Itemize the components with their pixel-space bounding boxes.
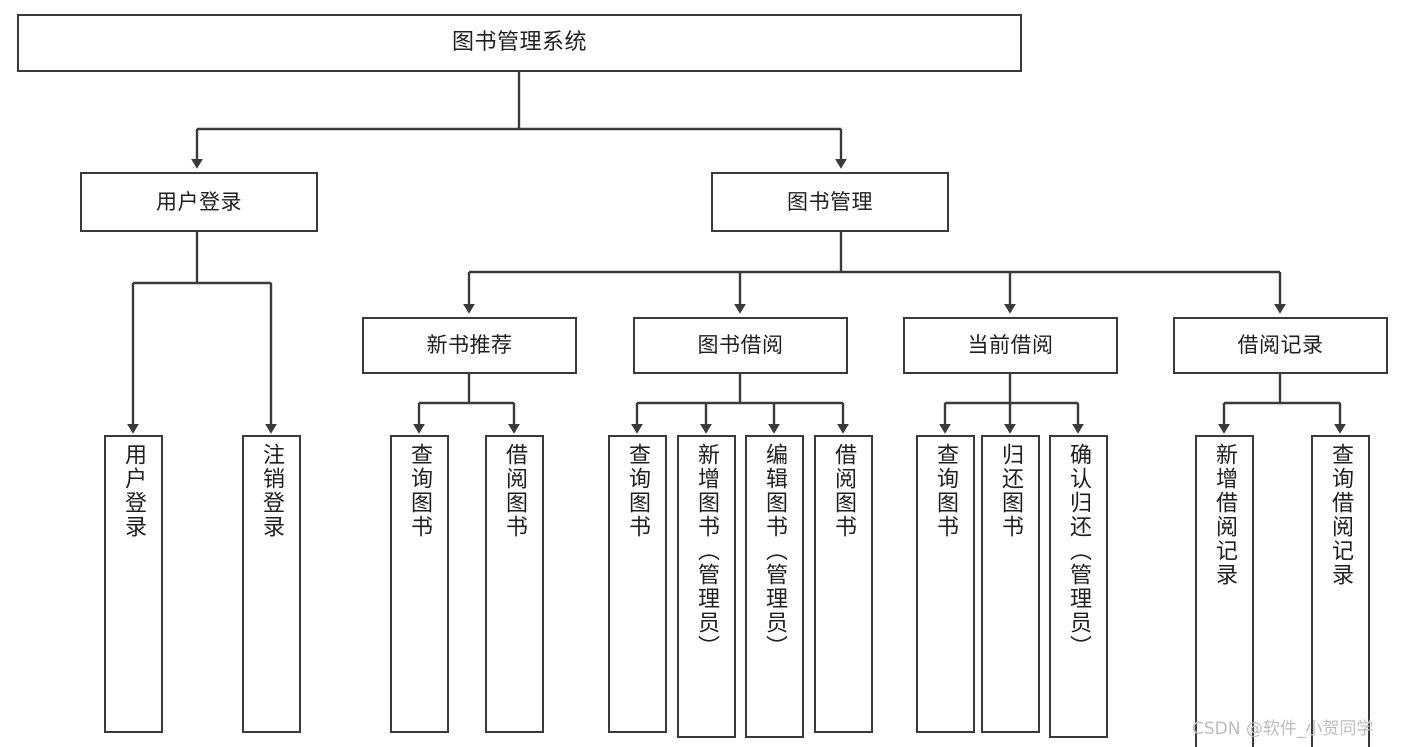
node-leaf-query-book-borrow-label: 查询图书 bbox=[625, 443, 651, 539]
node-leaf-borrow-book-rec-label: 借阅图书 bbox=[502, 443, 528, 539]
node-leaf-edit-book-admin-label: 编辑图书（管理员） bbox=[762, 443, 788, 659]
node-user-login[interactable]: 用户登录 bbox=[80, 172, 318, 232]
node-leaf-user-login[interactable]: 用户登录 bbox=[104, 435, 163, 733]
node-user-login-label: 用户登录 bbox=[156, 189, 242, 214]
node-book-manage-label: 图书管理 bbox=[787, 189, 873, 214]
node-leaf-query-book-borrow[interactable]: 查询图书 bbox=[608, 435, 667, 733]
node-book-borrow-label: 图书借阅 bbox=[697, 333, 784, 358]
node-leaf-confirm-return-admin[interactable]: 确认归还（管理员） bbox=[1049, 435, 1108, 738]
node-leaf-return-book-label: 归还图书 bbox=[998, 443, 1024, 539]
node-leaf-add-book-admin[interactable]: 新增图书（管理员） bbox=[677, 435, 736, 738]
node-leaf-add-borrow-record[interactable]: 新增借阅记录 bbox=[1195, 435, 1254, 747]
node-leaf-return-book[interactable]: 归还图书 bbox=[981, 435, 1040, 733]
node-current-borrow-label: 当前借阅 bbox=[967, 333, 1054, 358]
node-leaf-query-book-current-label: 查询图书 bbox=[933, 443, 959, 539]
watermark: CSDN @软件_小贺同学 bbox=[1192, 719, 1374, 739]
node-leaf-query-book-current[interactable]: 查询图书 bbox=[916, 435, 975, 733]
node-leaf-query-book-rec[interactable]: 查询图书 bbox=[390, 435, 449, 733]
node-borrow-record-label: 借阅记录 bbox=[1237, 333, 1324, 358]
node-leaf-logout-login-label: 注销登录 bbox=[259, 443, 285, 539]
node-leaf-query-borrow-record-label: 查询借阅记录 bbox=[1328, 443, 1354, 587]
node-leaf-user-login-label: 用户登录 bbox=[121, 443, 147, 539]
node-leaf-borrow-book-label: 借阅图书 bbox=[831, 443, 857, 539]
node-leaf-logout-login[interactable]: 注销登录 bbox=[242, 435, 301, 733]
node-leaf-edit-book-admin[interactable]: 编辑图书（管理员） bbox=[745, 435, 804, 738]
node-new-book-rec-label: 新书推荐 bbox=[426, 333, 513, 358]
node-new-book-rec[interactable]: 新书推荐 bbox=[362, 317, 577, 374]
node-leaf-query-book-rec-label: 查询图书 bbox=[407, 443, 433, 539]
node-leaf-borrow-book[interactable]: 借阅图书 bbox=[814, 435, 873, 733]
node-leaf-query-borrow-record[interactable]: 查询借阅记录 bbox=[1311, 435, 1370, 747]
node-leaf-add-book-admin-label: 新增图书（管理员） bbox=[694, 443, 720, 659]
node-borrow-record[interactable]: 借阅记录 bbox=[1173, 317, 1388, 374]
node-root[interactable]: 图书管理系统 bbox=[17, 14, 1022, 72]
node-leaf-add-borrow-record-label: 新增借阅记录 bbox=[1212, 443, 1238, 587]
node-leaf-borrow-book-rec[interactable]: 借阅图书 bbox=[485, 435, 544, 733]
node-book-manage[interactable]: 图书管理 bbox=[711, 172, 949, 232]
node-current-borrow[interactable]: 当前借阅 bbox=[903, 317, 1118, 374]
node-root-label: 图书管理系统 bbox=[451, 30, 587, 56]
node-book-borrow[interactable]: 图书借阅 bbox=[633, 317, 848, 374]
node-leaf-confirm-return-admin-label: 确认归还（管理员） bbox=[1066, 443, 1092, 659]
